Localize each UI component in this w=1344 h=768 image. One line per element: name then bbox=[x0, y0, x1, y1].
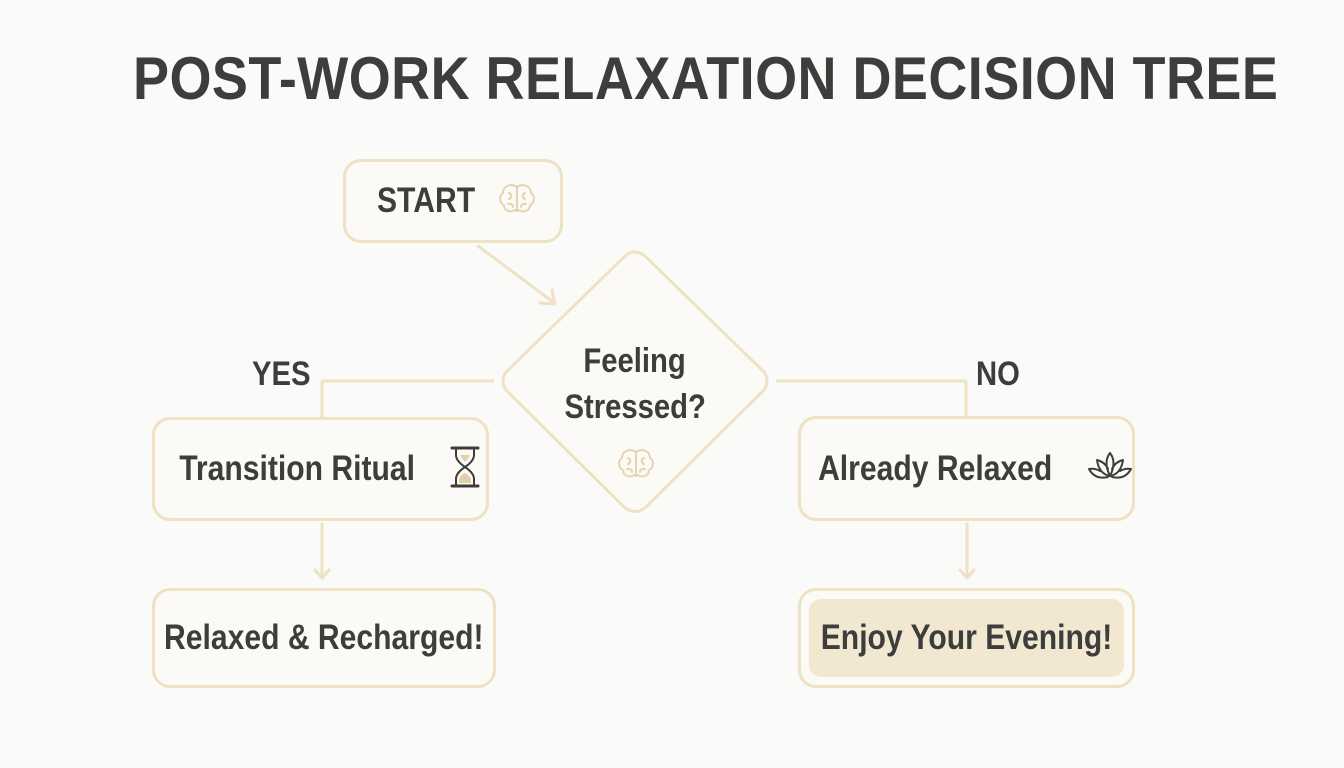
decision-line-2: Stressed? bbox=[564, 388, 706, 426]
connector-yes-branch bbox=[320, 379, 494, 417]
yes-branch-label: YES bbox=[252, 355, 311, 393]
already-relaxed-node: Already Relaxed bbox=[798, 416, 1135, 521]
page-title: POST-WORK RELAXATION DECISION TREE bbox=[133, 45, 1279, 112]
connector-no-branch bbox=[776, 379, 968, 416]
decision-diamond-shape bbox=[501, 250, 769, 513]
lotus-icon bbox=[1086, 449, 1134, 488]
already-relaxed-label: Already Relaxed bbox=[818, 448, 1053, 488]
arrowhead-already bbox=[958, 568, 976, 580]
hourglass-icon bbox=[449, 445, 481, 494]
brain-icon bbox=[497, 181, 537, 222]
transition-ritual-label: Transition Ritual bbox=[179, 449, 416, 488]
decision-question: Feeling Stressed? bbox=[494, 338, 776, 430]
transition-ritual-node: Transition Ritual bbox=[152, 417, 489, 521]
start-node: START bbox=[343, 159, 563, 243]
decision-line-1: Feeling bbox=[583, 342, 687, 380]
start-label: START bbox=[376, 181, 476, 220]
enjoy-evening-label: Enjoy Your Evening! bbox=[820, 618, 1113, 657]
no-branch-label: NO bbox=[976, 355, 1020, 393]
brain-icon bbox=[616, 446, 656, 482]
enjoy-evening-node: Enjoy Your Evening! bbox=[798, 588, 1135, 688]
relaxed-recharged-label: Relaxed & Recharged! bbox=[164, 618, 484, 657]
decision-node: Feeling Stressed? bbox=[494, 246, 776, 518]
relaxed-recharged-node: Relaxed & Recharged! bbox=[152, 588, 496, 688]
arrowhead-transition bbox=[313, 568, 331, 580]
enjoy-evening-highlight: Enjoy Your Evening! bbox=[809, 599, 1124, 677]
